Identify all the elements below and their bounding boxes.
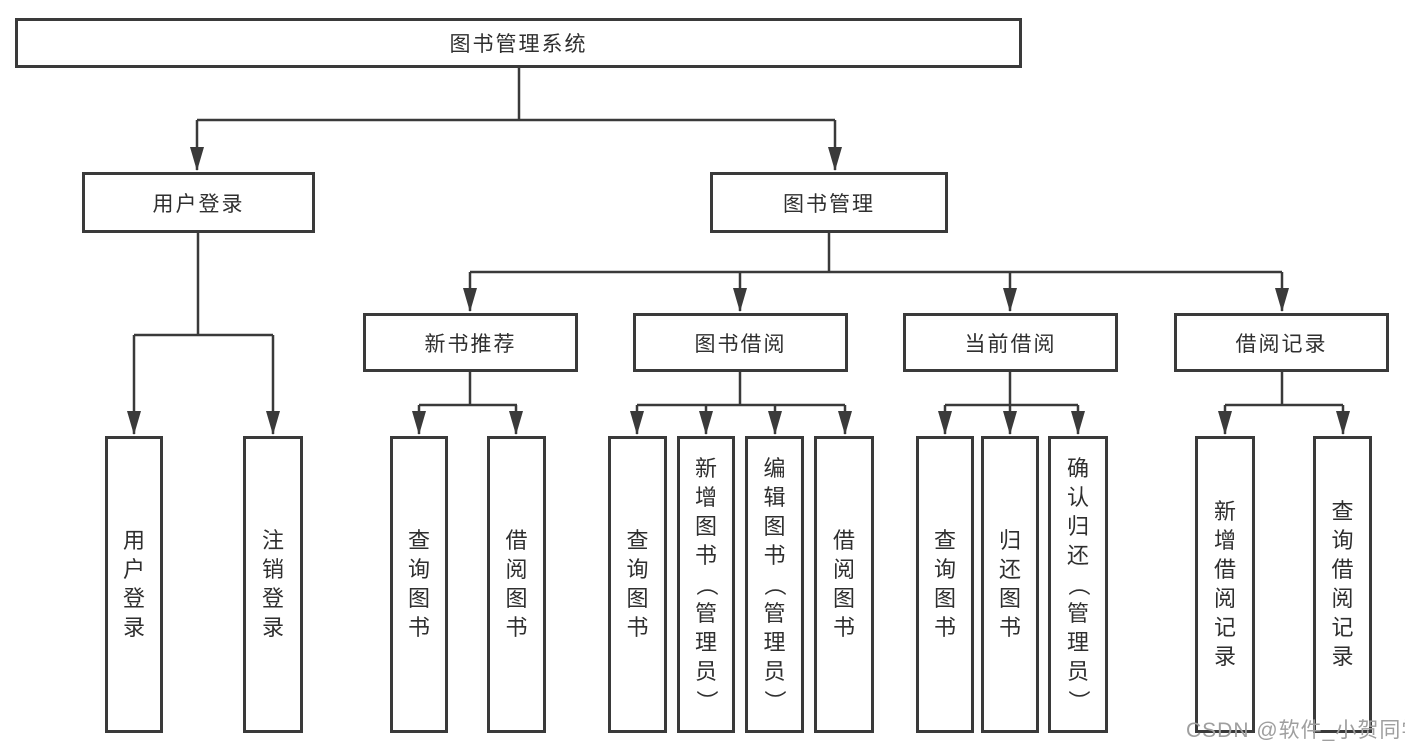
leaf-borrow-query-books: 查询图书 xyxy=(608,436,667,733)
node-book-borrowing: 图书借阅 xyxy=(633,313,848,372)
node-current-borrowing: 当前借阅 xyxy=(903,313,1118,372)
node-book-management: 图书管理 xyxy=(710,172,948,233)
leaf-newbooks-borrow-books: 借阅图书 xyxy=(487,436,546,733)
csdn-watermark: CSDN @软件_小贺同学 xyxy=(1186,719,1405,742)
leaf-records-query-record: 查询借阅记录 xyxy=(1313,436,1372,733)
leaf-user-login: 用户登录 xyxy=(105,436,163,733)
node-root-title: 图书管理系统 xyxy=(15,18,1022,68)
leaf-current-return-books: 归还图书 xyxy=(981,436,1039,733)
leaf-records-add-record: 新增借阅记录 xyxy=(1195,436,1255,733)
leaf-borrow-borrow-books: 借阅图书 xyxy=(814,436,874,733)
leaf-borrow-add-books-admin: 新增图书（管理员） xyxy=(677,436,735,733)
node-user-login: 用户登录 xyxy=(82,172,315,233)
leaf-current-query-books: 查询图书 xyxy=(916,436,974,733)
leaf-borrow-edit-books-admin: 编辑图书（管理员） xyxy=(745,436,804,733)
leaf-current-confirm-return-admin: 确认归还（管理员） xyxy=(1048,436,1108,733)
leaf-newbooks-query-books: 查询图书 xyxy=(390,436,448,733)
node-borrow-records: 借阅记录 xyxy=(1174,313,1389,372)
leaf-logout: 注销登录 xyxy=(243,436,303,733)
node-new-book-recommend: 新书推荐 xyxy=(363,313,578,372)
